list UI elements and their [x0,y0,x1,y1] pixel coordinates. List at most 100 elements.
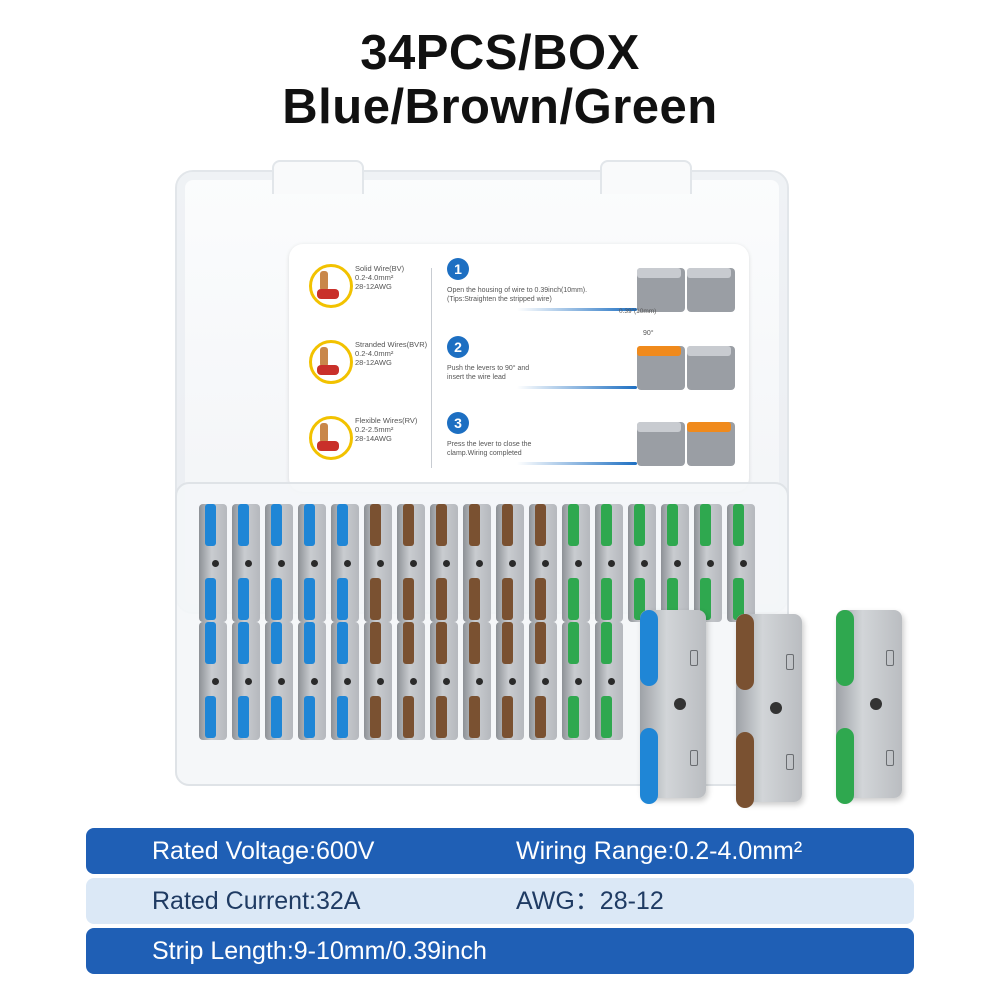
spec-row-strip: Strip Length:9-10mm/0.39inch [86,928,914,974]
connector-lever [601,622,612,664]
tray-connector-green [560,608,590,740]
card-divider [431,268,432,468]
connector-lever [469,504,480,546]
step-line: insert the wire lead [447,374,506,381]
loose-connector-brown [728,610,804,808]
connector-hole [377,560,384,567]
wire-slot [886,750,894,766]
connector-lever [403,504,414,546]
connector-lever [836,728,854,804]
connector-lever [535,696,546,738]
connector-lever [370,578,381,620]
connector-lever [403,578,414,620]
connector-hole [278,560,285,567]
connector-lever [667,504,678,546]
connector-hole [542,678,549,685]
connector-lever [502,696,513,738]
angle-caption: 90° [643,330,654,337]
wire-type-name: Flexible Wires(RV) [355,416,418,425]
connector-body [364,504,392,622]
wire-slot [886,650,894,666]
connector-body [736,614,802,808]
tray-connector-brown [461,608,491,740]
connector-body [595,504,623,622]
connector-hole [476,560,483,567]
connector-body [562,622,590,740]
wire-type-flexible: Flexible Wires(RV) 0.2-2.5mm² 28-14AWG [309,406,429,476]
connector-lever [736,732,754,808]
connector-lever [700,578,711,620]
connector-hole [278,678,285,685]
connector-body [463,622,491,740]
connector-lever [667,578,678,620]
connector-body [628,504,656,622]
connector-lever [436,622,447,664]
connector-lever [601,696,612,738]
connector-lever [403,696,414,738]
connector-lever [568,578,579,620]
connector-tray [175,482,789,786]
wire-type-range: 0.2-4.0mm² [355,273,394,282]
connector-hole [344,678,351,685]
step-line: Push the levers to 90° and [447,365,530,372]
tray-connector-brown [395,608,425,740]
connector-hole [509,678,516,685]
connector-lever [304,578,315,620]
connector-lever [469,622,480,664]
connector-body [640,610,706,804]
wire-slot [786,654,794,670]
connector-body [727,504,755,622]
connector-lever [238,504,249,546]
connector-lever [271,622,282,664]
connector-lever [205,622,216,664]
connector-hole [212,678,219,685]
connector-lever [205,504,216,546]
tray-connector-brown [527,490,557,622]
connector-lever [436,696,447,738]
connector-hole [311,560,318,567]
connector-lever [502,622,513,664]
connector-lever [337,622,348,664]
product-title: 34PCS/BOX Blue/Brown/Green [0,26,1000,134]
tray-connector-blue [263,490,293,622]
tray-connector-brown [461,490,491,622]
connector-hole [344,560,351,567]
wire-type-range: 0.2-4.0mm² [355,349,394,358]
connector-lever [271,504,282,546]
tray-connector-brown [428,490,458,622]
tray-connector-green [725,490,755,622]
connector-hole [608,560,615,567]
connector-lever [370,622,381,664]
strip-length: Strip Length:9-10mm/0.39inch [152,937,487,965]
connector-hole [476,678,483,685]
connector-body [836,610,902,804]
connector-body [298,622,326,740]
connector-lever [502,504,513,546]
tray-connector-green [560,490,590,622]
connector-hole [410,560,417,567]
wire-type-name: Solid Wire(BV) [355,264,405,273]
connector-body [562,504,590,622]
connector-lever [640,610,658,686]
connector-lever [469,696,480,738]
tray-connector-blue [263,608,293,740]
connector-hole [575,560,582,567]
connector-lever [535,504,546,546]
connector-hole [641,560,648,567]
connector-body [265,622,293,740]
connector-hole [870,698,882,710]
loose-connector-blue [632,606,708,804]
connector-body [529,622,557,740]
awg-range: AWG：28-12 [516,887,664,915]
tray-connector-blue [329,490,359,622]
connector-lever [238,696,249,738]
connector-lever [535,578,546,620]
connector-lever [370,504,381,546]
connector-body [496,504,524,622]
wire-type-range: 0.2-2.5mm² [355,425,394,434]
connector-hole [707,560,714,567]
connector-body [298,504,326,622]
connector-lever [733,504,744,546]
connector-body [364,622,392,740]
connector-body [397,622,425,740]
